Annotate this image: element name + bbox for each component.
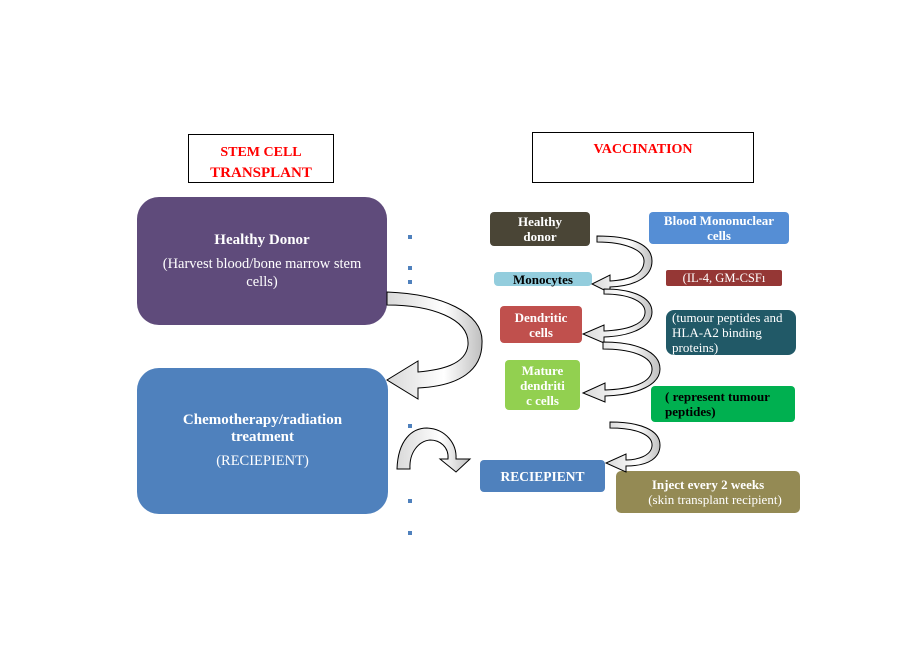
- inject-subtitle: (skin transplant recipient): [648, 492, 782, 507]
- divider-dot: [408, 280, 412, 284]
- treatment-title: Chemotherapy/radiation treatment: [182, 412, 343, 445]
- mature-dendritic-cells-pill: Mature dendriti c cells: [505, 360, 580, 410]
- tumour-peptides-pill: (tumour peptides and HLA-A2 binding prot…: [666, 310, 796, 355]
- healthy-donor-pill-label: Healthy donor: [517, 214, 563, 244]
- blood-mononuclear-cells-pill: Blood Mononuclear cells: [649, 212, 789, 244]
- dendritic-cells-pill: Dendritic cells: [500, 306, 582, 343]
- recipient-pill-label: RECIEPIENT: [500, 468, 585, 484]
- divider-dot: [408, 235, 412, 239]
- healthy-donor-title: Healthy Donor: [214, 231, 310, 248]
- tumour-peptides-label: (tumour peptides and HLA-A2 binding prot…: [672, 310, 783, 355]
- recipient-to-pill-arrow: [396, 427, 472, 473]
- divider-dot: [408, 531, 412, 535]
- represent-to-recipient-arrow: [604, 421, 661, 473]
- recipient-pill: RECIEPIENT: [480, 460, 605, 492]
- blood-to-monocytes-arrow: [590, 235, 653, 294]
- divider-dot: [408, 499, 412, 503]
- stem-cell-header-line1: STEM CELL: [220, 145, 302, 160]
- healthy-donor-pill: Healthy donor: [490, 212, 590, 246]
- cytokines-label: (IL-4, GM-CSFı: [682, 270, 766, 285]
- divider-dot: [408, 424, 412, 428]
- dendritic-cells-label: Dendritic cells: [514, 309, 568, 340]
- healthy-donor-subtitle: (Harvest blood/bone marrow stem cells): [162, 255, 362, 290]
- represent-label: ( represent tumour peptides): [665, 389, 770, 419]
- inject-pill: Inject every 2 weeks (skin transplant re…: [616, 471, 800, 513]
- inject-title: Inject every 2 weeks: [651, 477, 765, 492]
- mature-dendritic-label: Mature dendriti c cells: [520, 362, 565, 408]
- recipient-treatment-box: Chemotherapy/radiation treatment (RECIEP…: [137, 368, 388, 514]
- blood-cells-label: Blood Mononuclear cells: [663, 213, 775, 243]
- monocytes-pill: Monocytes: [494, 271, 592, 287]
- represent-tumour-peptides-pill: ( represent tumour peptides): [651, 386, 795, 422]
- stem-cell-header-line2: TRANSPLANT: [210, 165, 312, 181]
- vaccination-header-text: VACCINATION: [593, 142, 693, 157]
- vaccination-header: VACCINATION: [532, 132, 754, 183]
- donor-to-recipient-arrow: [386, 291, 483, 400]
- monocytes-label: Monocytes: [513, 271, 573, 287]
- cytokines-pill: (IL-4, GM-CSFı: [666, 270, 782, 286]
- treatment-subtitle: (RECIEPIENT): [216, 453, 309, 469]
- divider-dot: [408, 266, 412, 270]
- stem-cell-transplant-header: STEM CELL TRANSPLANT: [188, 134, 334, 183]
- cytokines-to-dendritic-arrow: [581, 288, 653, 344]
- peptides-to-mature-arrow: [581, 341, 661, 403]
- healthy-donor-box: Healthy Donor (Harvest blood/bone marrow…: [137, 197, 387, 325]
